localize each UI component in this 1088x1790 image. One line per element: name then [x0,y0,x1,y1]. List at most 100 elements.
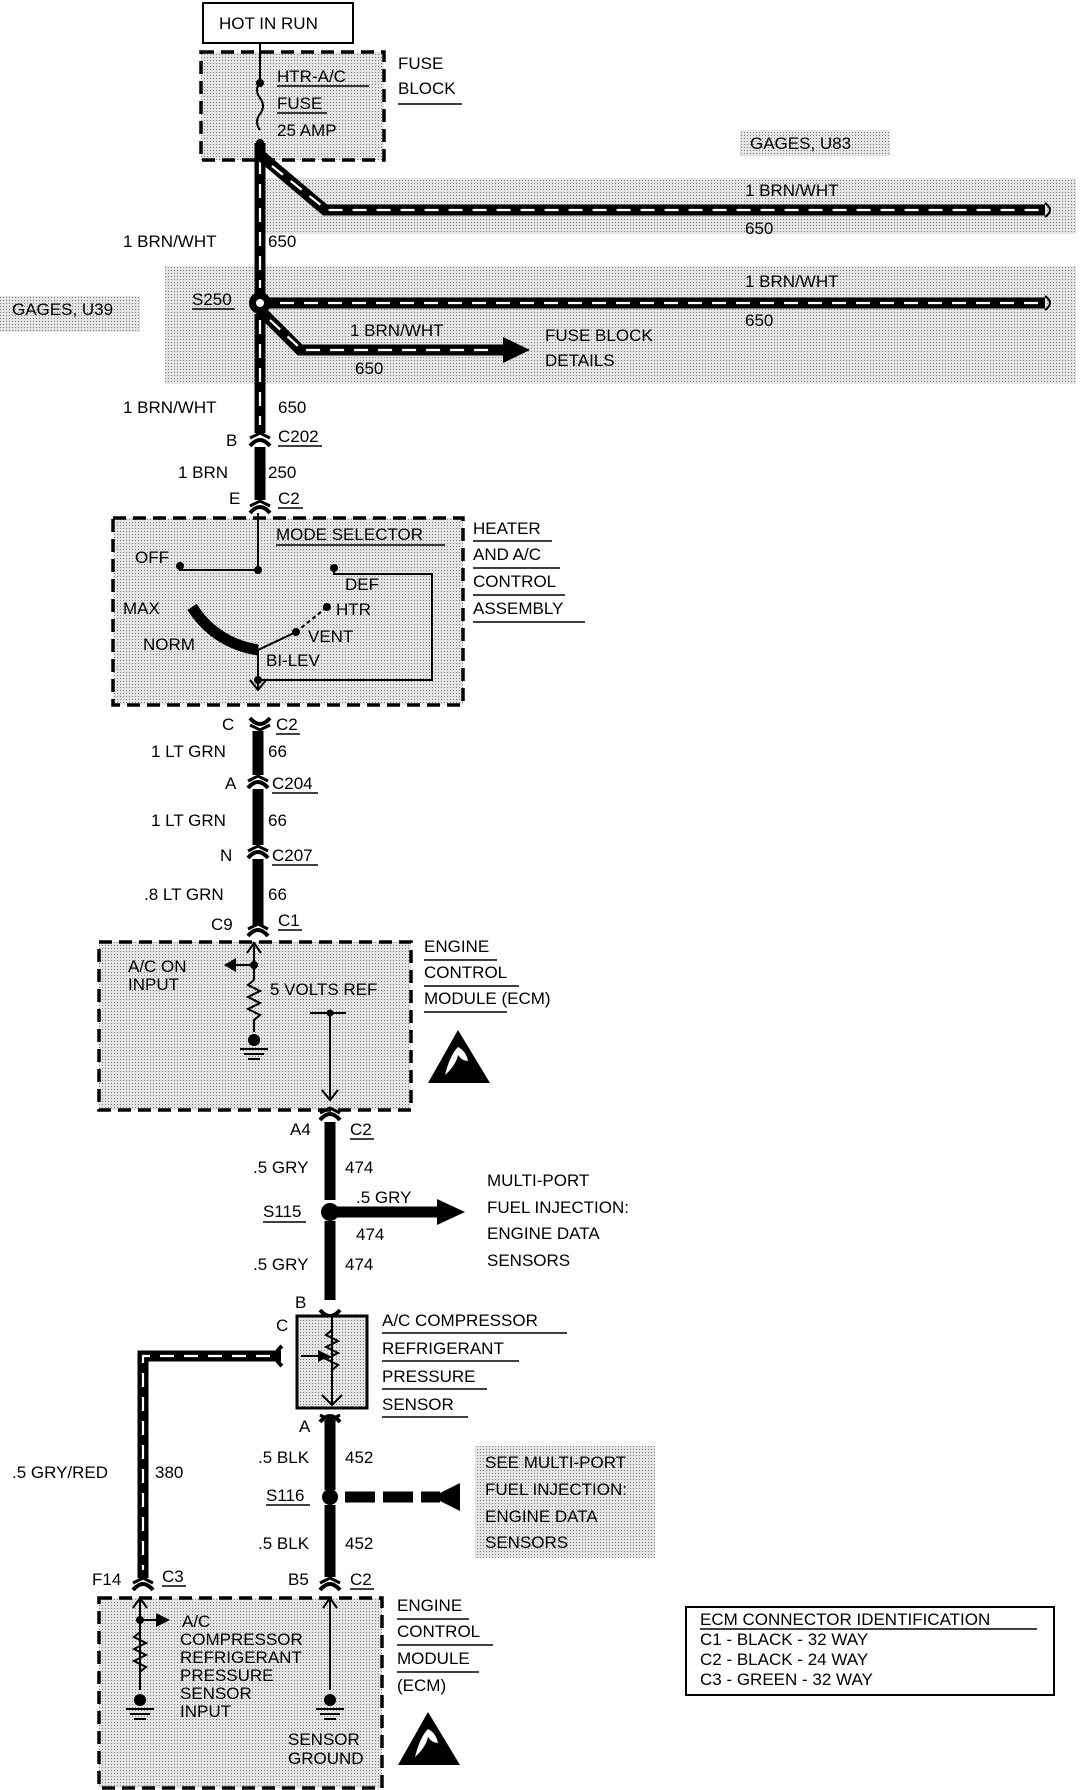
input-resistor [131,1631,149,1682]
u39-label-shade [0,296,140,332]
see-mpfi-2: FUEL INJECTION: [485,1480,627,1499]
sensor-title-4: SENSOR [382,1395,454,1414]
ecm-bottom-title-3: MODULE [397,1649,470,1668]
switch-def-label: DEF [345,575,379,594]
mpfi-line-2: FUEL INJECTION: [487,1198,629,1217]
sensor-title-2: REFRIGERANT [382,1339,504,1358]
wire-66-c-gauge: .8 LT GRN [144,885,224,904]
ecm-input-3: REFRIGERANT [180,1648,302,1667]
hot-in-run-label: HOT IN RUN [219,14,318,33]
switch-vent-label: VENT [308,627,353,646]
sensor-b-pin: B [295,1293,306,1312]
wire-66-c-circuit: 66 [268,885,287,904]
switch-off-label: OFF [135,548,169,567]
wire-250-circuit: 250 [268,463,296,482]
ecm-bottom-box [97,1596,384,1790]
fb-gauge: 1 BRN/WHT [350,321,444,340]
mpfi-line-3: ENGINE DATA [487,1224,600,1243]
switch-htr-label: HTR [336,600,371,619]
wire-474-a-circuit: 474 [345,1158,373,1177]
ecm-c1-name: C1 [278,911,300,930]
sensor-a-pin: A [299,1417,311,1436]
connector-ecm-a4 [318,1112,342,1122]
heater-ac-control-box [111,516,465,707]
c207-pin: N [220,846,232,865]
ecm-bottom-title-4: (ECM) [397,1676,446,1695]
see-mpfi-shade [475,1446,655,1558]
ecm-c1-pin: C9 [211,915,233,934]
fuse-block-title-1: FUSE [398,54,443,73]
hvac-title-2: AND A/C [473,545,541,564]
hvac-title-3: CONTROL [473,572,556,591]
fuse-label-1: HTR-A/C [277,67,346,86]
ecm-input-1: A/C [182,1612,210,1631]
s115-branch-gauge: .5 GRY [356,1188,411,1207]
volts-ref-label: 5 VOLTS REF [270,980,377,999]
hvac-title-4: ASSEMBLY [473,599,563,618]
ecm-input-5: SENSOR [180,1684,252,1703]
fuse-label-2: FUSE [277,94,322,113]
c2-top-pin: E [229,489,240,508]
wire-380-gauge: .5 GRY/RED [12,1463,108,1482]
wire-380-circuit: 380 [155,1463,183,1482]
c204-name: C204 [272,774,313,793]
connector-c207 [246,850,270,860]
fb-circuit: 650 [355,359,383,378]
ac-on-input-2: INPUT [128,975,179,994]
hot-in-run-box [202,2,354,44]
see-mpfi-1: SEE MULTI-PORT [485,1453,626,1472]
below-s250-gauge: 1 BRN/WHT [123,398,217,417]
mode-switch-blade [187,603,260,656]
main-top-gauge: 1 BRN/WHT [123,232,217,251]
ecm-top-title-2: CONTROL [424,963,507,982]
ecm-connector-id-row: C3 - GREEN - 32 WAY [700,1670,873,1689]
s116-label: S116 [266,1486,304,1505]
wire-452-a-gauge: .5 BLK [258,1448,310,1467]
u39-option-band [165,266,1076,384]
sensor-ground-1: SENSOR [288,1730,360,1749]
u83-circuit: 650 [745,219,773,238]
connector-c204 [246,780,270,790]
connector-ecm-b5 [318,1582,342,1592]
u83-label: GAGES, U83 [750,134,851,153]
ac-on-input-1: A/C ON [128,957,187,976]
u39-gauge: 1 BRN/WHT [745,272,839,291]
u39-label: GAGES, U39 [12,300,113,319]
fuse-icon [256,81,264,131]
fuse-block-details-2: DETAILS [545,351,615,370]
ecm-bottom-title-1: ENGINE [397,1596,462,1615]
switch-off-contact [176,562,184,570]
ecm-input-6: INPUT [180,1702,231,1721]
wire-66-b-gauge: 1 LT GRN [151,811,226,830]
ecm-a4-name: C2 [350,1120,372,1139]
fuse-block-details-1: FUSE BLOCK [545,326,653,345]
connector-ecm-c1 [246,928,270,938]
ecm-a4-pin: A4 [290,1120,311,1139]
switch-bilev-label: BI-LEV [266,651,321,670]
ecm-input-2: COMPRESSOR [180,1630,303,1649]
sensor-title-1: A/C COMPRESSOR [382,1311,538,1330]
ecm-connector-id-box [685,1606,1055,1696]
c207-name: C207 [272,846,313,865]
u83-gauge: 1 BRN/WHT [745,181,839,200]
c2-bottom-name: C2 [276,715,298,734]
c2-top-name: C2 [278,489,300,508]
c202-name: C202 [278,427,319,446]
switch-norm-label: NORM [143,635,195,654]
splice-s116 [322,1489,338,1505]
ecm-bottom-title-2: CONTROL [397,1622,480,1641]
connector-ecm-f14 [131,1582,155,1592]
wire-474-b-circuit: 474 [345,1255,373,1274]
connector-sensor-a [318,1414,342,1424]
ecm-connector-id-row: C1 - BLACK - 32 WAY [700,1630,868,1649]
fuse-block-title-2: BLOCK [398,79,456,98]
hvac-title-1: HEATER [473,519,541,538]
ecm-connector-id-title: ECM CONNECTOR IDENTIFICATION [700,1610,990,1629]
ecm-b5-pin: B5 [288,1570,309,1589]
ecm-f14-pin: F14 [92,1570,121,1589]
connector-c202 [248,438,272,448]
s115-branch-circuit: 474 [356,1225,384,1244]
esd-warning-icon-top [428,1030,490,1083]
fuse-label-3: 25 AMP [277,121,337,140]
